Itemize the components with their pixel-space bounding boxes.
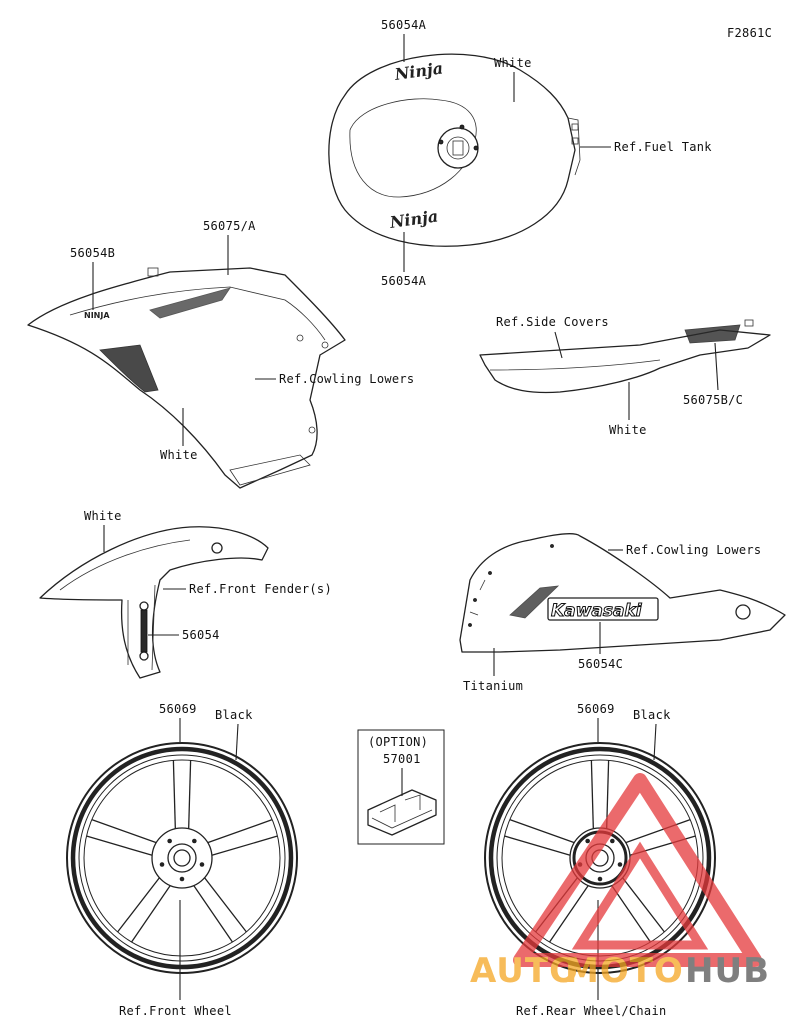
label-tank-color: White — [494, 56, 532, 70]
fuel-tank — [328, 53, 581, 247]
label-cowl-part-b: 56054B — [70, 246, 115, 260]
label-tank-part: 56054A — [381, 18, 427, 32]
label-option-part: 57001 — [383, 752, 421, 766]
upper-cowl: NINJA — [27, 267, 346, 489]
label-lower-ref: Ref.Cowling Lowers — [626, 543, 761, 557]
lower-brand-logo: Kawasaki — [551, 601, 643, 621]
label-side-ref: Ref.Side Covers — [496, 315, 609, 329]
svg-text:NINJA: NINJA — [84, 311, 110, 320]
watermark-triangle-icon — [513, 773, 762, 967]
label-side-color: White — [609, 423, 647, 437]
label-cowl-color: White — [160, 448, 198, 462]
option-box — [357, 729, 445, 845]
side-cover — [479, 319, 771, 394]
label-cowl-ref: Ref.Cowling Lowers — [279, 372, 414, 386]
label-rear-ref: Ref.Rear Wheel/Chain — [516, 1004, 667, 1018]
watermark-text-hub: HUB — [685, 951, 770, 991]
label-fender-ref: Ref.Front Fender(s) — [189, 582, 332, 596]
label-fender-color: White — [84, 509, 122, 523]
label-lower-part: 56054C — [578, 657, 623, 671]
watermark: AUTO MOTO HUB — [470, 773, 770, 991]
label-lower-color: Titanium — [463, 679, 523, 693]
label-option-title: (OPTION) — [368, 735, 428, 749]
watermark-text-auto: AUTO — [470, 951, 579, 991]
label-tank-part-lower: 56054A — [381, 274, 427, 288]
lower-cowl — [459, 533, 786, 653]
label-side-part: 56075B/C — [683, 393, 743, 407]
label-cowl-part-75a: 56075/A — [203, 219, 256, 233]
label-tank-ref: Ref.Fuel Tank — [614, 140, 712, 154]
front-wheel — [66, 742, 298, 974]
label-front-ref: Ref.Front Wheel — [119, 1004, 232, 1018]
label-front-part: 56069 — [159, 702, 197, 716]
label-front-color: Black — [215, 708, 253, 722]
figure-code: F2861C — [727, 26, 772, 40]
label-fender-part: 56054 — [182, 628, 220, 642]
label-rear-part: 56069 — [577, 702, 615, 716]
rear-wheel — [484, 742, 716, 974]
front-fender — [39, 526, 269, 679]
label-rear-color: Black — [633, 708, 671, 722]
watermark-text-moto: MOTO — [565, 951, 684, 991]
